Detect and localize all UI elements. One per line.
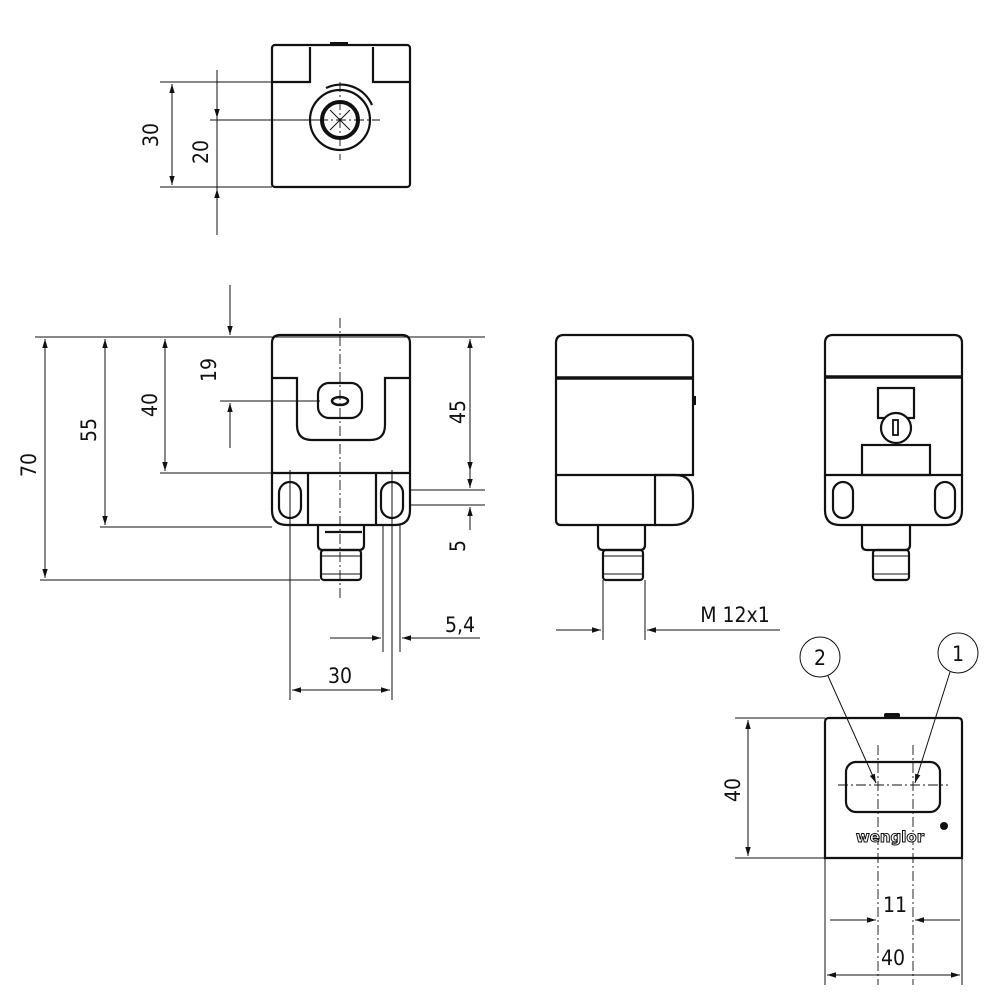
dim-30: 30 [139, 123, 163, 147]
dim-11: 11 [883, 893, 907, 917]
dim-45: 45 [446, 400, 470, 424]
callout-1-label: 1 [952, 642, 964, 666]
dim-30-spacing: 30 [328, 664, 352, 688]
callout-2-label: 2 [814, 646, 826, 670]
dim-m12x1: M 12x1 [700, 603, 770, 627]
dim-20: 20 [189, 140, 213, 164]
top-view: 30 20 [139, 42, 412, 235]
dim-40: 40 [138, 393, 162, 417]
dim-19: 19 [197, 358, 221, 382]
callout-2 [799, 636, 841, 678]
back-view [823, 333, 964, 582]
dim-5: 5 [446, 540, 470, 552]
dim-40-height: 40 [721, 778, 745, 802]
dim-5-4: 5,4 [445, 613, 475, 637]
dim-40-width: 40 [881, 946, 905, 970]
optical-window [844, 760, 942, 814]
wenglor-logo: wenglor [856, 828, 925, 846]
dim-55: 55 [77, 418, 101, 442]
dim-70: 70 [17, 453, 41, 477]
side-view: M 12x1 [554, 333, 780, 640]
front-view: 70 55 40 19 45 5 5,4 30 [17, 285, 485, 700]
face-view: wenglor 2 1 40 11 40 [721, 632, 979, 985]
callout-1 [937, 632, 979, 674]
